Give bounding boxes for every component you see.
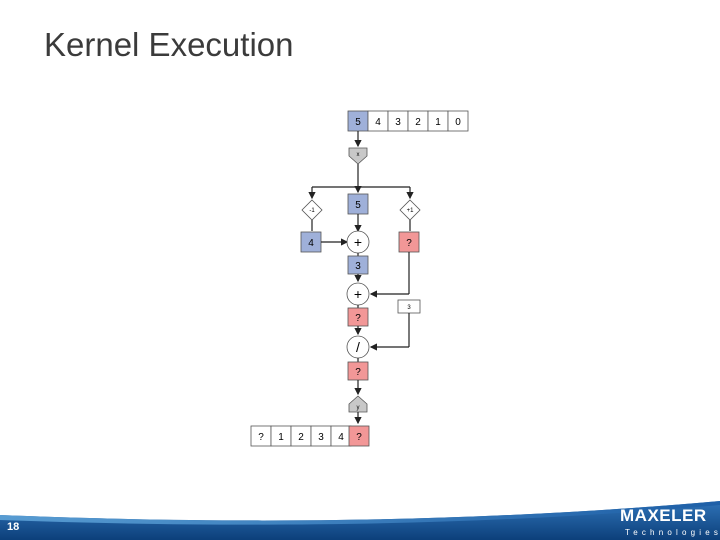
input-x-label: x — [357, 152, 360, 158]
constant-value: 3 — [407, 305, 411, 311]
sum1-value: 3 — [355, 261, 361, 272]
input-stream-value: 3 — [395, 117, 401, 128]
output-stream-value: 1 — [278, 432, 284, 443]
input-stream-value: 2 — [415, 117, 421, 128]
input-stream-value: 1 — [435, 117, 441, 128]
input-stream-value: 0 — [455, 117, 461, 128]
sum2-value: ? — [355, 313, 361, 324]
output-stream-value: 2 — [298, 432, 304, 443]
output-stream-value: 3 — [318, 432, 324, 443]
page-title: Kernel Execution — [44, 26, 294, 63]
output-y-label: y — [357, 405, 360, 411]
input-stream: 5 4 3 2 1 0 — [347, 110, 469, 132]
output-stream-cell — [348, 425, 370, 447]
maxeler-logo: MAXELER Technologies — [617, 500, 720, 540]
add-op-2: + — [354, 286, 362, 302]
logo-tagline: Technologies — [625, 528, 720, 537]
output-stream-value: ? — [258, 432, 264, 443]
kernel-dataflow-diagram: 5 4 3 2 1 0 x -1 +1 5 4 ? + 3 + 3 — [250, 110, 469, 447]
right-value: ? — [406, 238, 412, 249]
middle-value: 5 — [355, 200, 361, 211]
div-value: ? — [355, 367, 361, 378]
slide-number: 18 — [7, 521, 20, 533]
output-stream-value: ? — [356, 432, 362, 443]
input-x-node — [348, 147, 368, 165]
offset-plus-label: +1 — [407, 208, 415, 214]
add-op-1: + — [354, 234, 362, 250]
input-stream-cell — [447, 110, 469, 132]
footer-band — [0, 501, 720, 540]
output-stream: ? 1 2 3 4 ? — [250, 425, 370, 447]
input-stream-value: 4 — [375, 117, 381, 128]
input-stream-value: 5 — [355, 117, 361, 128]
divide-op: / — [356, 339, 360, 355]
logo-wordmark: MAXELER — [620, 506, 707, 525]
offset-minus-label: -1 — [309, 208, 315, 214]
left-value: 4 — [308, 238, 314, 249]
output-stream-value: 4 — [338, 432, 344, 443]
